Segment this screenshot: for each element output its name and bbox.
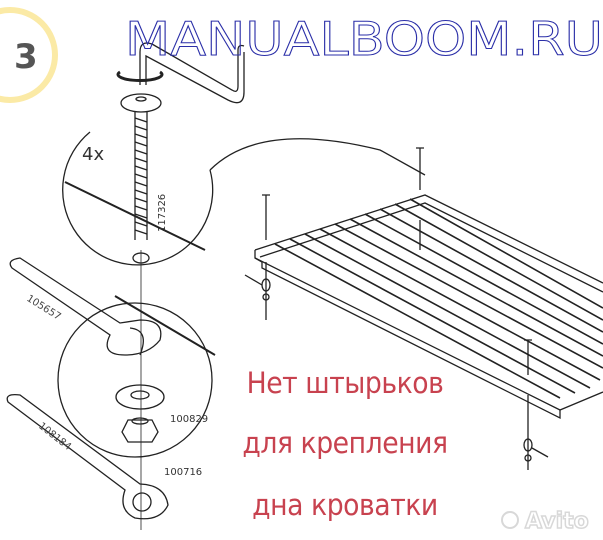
detail-circle-top bbox=[62, 131, 214, 266]
caption-line-2: для крепления bbox=[242, 426, 448, 460]
detail-circle-bottom bbox=[57, 302, 213, 458]
caption-line-1: Нет штырьков bbox=[246, 366, 444, 400]
bolt-head bbox=[120, 93, 162, 113]
part-bolt-label: 117326 bbox=[157, 194, 168, 232]
step-badge bbox=[0, 7, 58, 103]
bed-slats bbox=[274, 198, 603, 399]
part-washer-label: 100829 bbox=[170, 414, 208, 425]
step-number: 3 bbox=[14, 37, 38, 77]
allen-key-icon bbox=[139, 42, 245, 104]
part-allen-wrench-label: 105657 bbox=[24, 293, 62, 323]
rotate-arrow-icon bbox=[116, 70, 164, 82]
bolt-shaft bbox=[134, 112, 148, 240]
part-nut-label: 100716 bbox=[164, 467, 202, 478]
watermark-text: MANUALBOOM.RU bbox=[125, 12, 603, 66]
spanner-icon bbox=[6, 394, 169, 520]
nut-icon bbox=[121, 419, 159, 443]
screw-icon bbox=[262, 147, 532, 470]
avito-logo: Avito bbox=[525, 509, 589, 534]
part-spanner-label: 108184 bbox=[36, 421, 73, 453]
avito-logo-icon bbox=[501, 511, 519, 529]
allen-wrench-icon bbox=[9, 257, 162, 356]
washer-icon bbox=[115, 384, 165, 410]
caption-line-3: дна кроватки bbox=[252, 488, 438, 522]
bed-base-frame bbox=[254, 194, 603, 420]
quantity-label: 4x bbox=[82, 144, 104, 165]
